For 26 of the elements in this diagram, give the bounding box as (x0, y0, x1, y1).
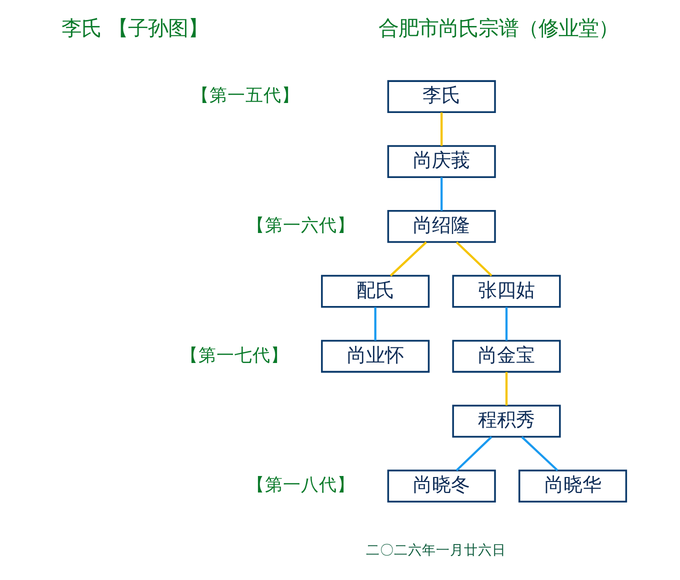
node-box: 张四姑 (452, 274, 560, 308)
connector (455, 241, 492, 276)
node-box: 尚晓华 (518, 470, 627, 503)
node-box: 尚金宝 (452, 340, 560, 373)
node-box: 尚绍隆 (386, 210, 496, 243)
node-box: 尚业怀 (320, 340, 430, 373)
label: 李氏 【子孙图】 (60, 16, 208, 40)
node-box: 李氏 (386, 80, 496, 114)
connector (440, 177, 442, 211)
node-box: 程积秀 (452, 404, 560, 438)
node-box: 配氏 (320, 274, 430, 308)
node-box: 尚晓冬 (386, 470, 496, 503)
connector (504, 307, 508, 341)
connector (374, 307, 376, 341)
node-box: 尚庆莪 (386, 145, 496, 178)
label: 【第一八代】 (246, 476, 354, 496)
label: 二〇二六年一月廿六日 (366, 542, 506, 558)
connector (455, 436, 492, 472)
connector (504, 372, 508, 406)
label: 合肥市尚氏宗谱（修业堂） (378, 16, 618, 40)
connector (440, 112, 442, 146)
label: 【第一七代】 (180, 346, 288, 366)
label: 【第一五代】 (191, 86, 299, 106)
connector (520, 436, 558, 472)
connector (389, 241, 426, 276)
label: 【第一六代】 (246, 216, 354, 236)
